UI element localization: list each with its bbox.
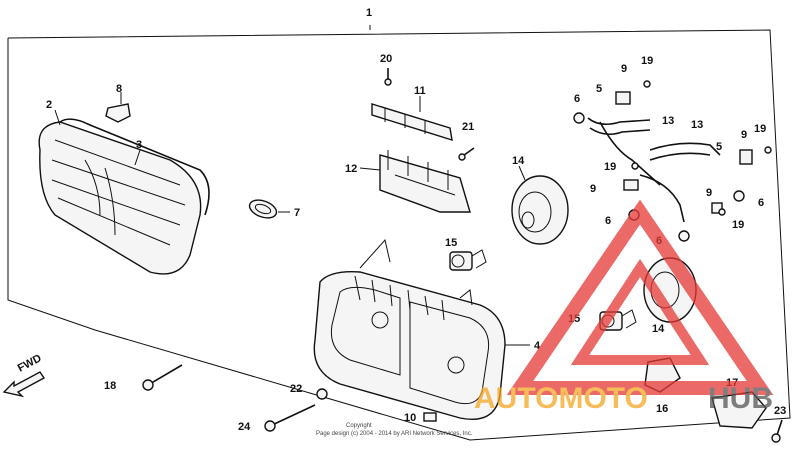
headlight-lens[interactable] [38,118,210,275]
callout-9a: 9 [621,63,627,75]
callout-14a: 14 [512,155,525,167]
callout-19d: 19 [732,219,744,231]
bolt-part-24[interactable] [264,404,316,432]
callout-23: 23 [774,405,786,417]
watermark-logo: AUTOMOTO HUB [474,199,774,415]
plate-part-11[interactable] [371,103,453,142]
copyright-line-2: Page design (c) 2004 - 2014 by ARI Netwo… [316,431,473,437]
callout-16: 16 [656,403,668,415]
screw-part-21[interactable] [458,147,475,161]
callout-7: 7 [294,207,300,219]
callout-18: 18 [104,380,116,392]
callout-9b: 9 [590,183,596,195]
callout-6d: 6 [758,197,764,209]
callout-1: 1 [366,7,372,19]
bolt-part-18[interactable] [142,364,183,391]
bolt-part-23[interactable] [771,419,783,443]
callout-9c: 9 [741,129,747,141]
fwd-label: FWD [16,352,44,374]
fwd-arrow [2,371,46,398]
watermark-text-right: HUB [708,382,773,415]
callout-13a: 13 [662,115,674,127]
harness-upper-part-13[interactable] [587,117,661,186]
callout-13b: 13 [691,119,703,131]
callout-9d: 9 [706,187,712,199]
callout-5b: 5 [716,141,722,153]
socket-cover-part-14-upper[interactable] [511,175,569,245]
callout-8: 8 [116,83,122,95]
socket-block-part-12[interactable] [379,150,471,213]
callout-10: 10 [404,412,416,424]
bulb-part-15-upper[interactable] [449,249,487,271]
callout-21: 21 [462,121,474,133]
copyright-line-1: Copyright [346,423,372,429]
callout-19a: 19 [641,55,653,67]
callout-14b: 14 [652,323,665,335]
watermark-text-left: AUTOMOTO [474,382,648,415]
callout-12: 12 [345,163,357,175]
callout-4: 4 [534,340,541,352]
callout-2: 2 [46,99,52,111]
callout-19c: 19 [754,123,766,135]
callout-3: 3 [136,139,142,151]
clamp-part-9[interactable] [615,91,753,214]
screw-part-20[interactable] [384,68,392,86]
callout-11: 11 [414,85,426,97]
callout-19b: 19 [604,161,616,173]
screw-part-19[interactable] [631,80,772,216]
callout-22: 22 [290,383,302,395]
assembly-outline: 1 [7,7,791,441]
callout-15a: 15 [445,237,457,249]
clip-part-8[interactable] [105,103,131,123]
callout-6a: 6 [574,93,580,105]
screw-part-10[interactable] [423,412,437,422]
callout-24: 24 [238,421,251,433]
headlight-housing-part-4[interactable] [313,238,506,420]
callout-5a: 5 [596,83,602,95]
grommet-part-7[interactable] [247,197,279,222]
callout-20: 20 [380,53,392,65]
harness-lower-part-13[interactable] [639,142,721,223]
callout-6b: 6 [605,215,611,227]
nut-part-22[interactable] [316,388,328,400]
